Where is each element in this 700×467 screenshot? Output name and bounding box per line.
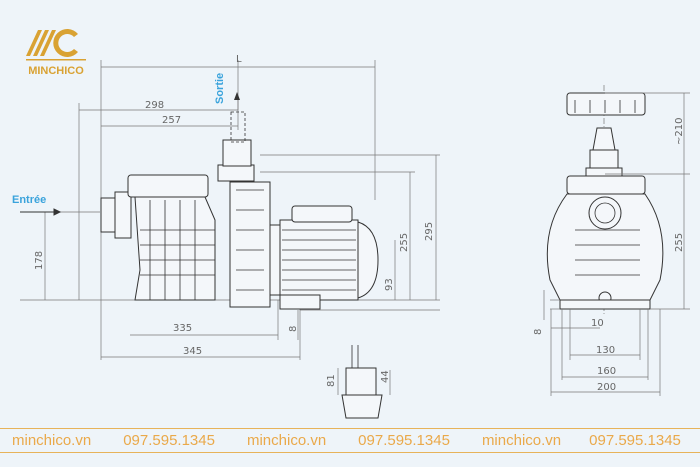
footer-phone: 097.595.1345: [589, 432, 681, 449]
outlet-arrow-icon: [234, 92, 240, 100]
dim-345: 345: [183, 346, 202, 357]
dim-93: 93: [384, 278, 395, 291]
dim-8-front: 8: [288, 326, 299, 332]
pump-side-view: [546, 85, 664, 315]
footer-contact-strip: minchico.vn 097.595.1345 minchico.vn 097…: [0, 428, 700, 453]
dim-178: 178: [34, 251, 45, 270]
dim-295: 295: [424, 222, 435, 241]
dim-257: 257: [162, 115, 181, 126]
dim-335: 335: [173, 323, 192, 334]
outlet-label: Sortie: [214, 73, 226, 104]
footer-phone: 097.595.1345: [123, 432, 215, 449]
inlet-label: Entrée: [12, 194, 46, 206]
pump-foot-detail: [337, 345, 391, 419]
dim-8-side: 8: [533, 329, 544, 335]
dim-200: 200: [597, 382, 616, 393]
minchico-logo: MINCHICO: [26, 29, 86, 77]
logo-text: MINCHICO: [28, 65, 84, 77]
dim-10: 10: [591, 318, 604, 329]
dim-L: L: [236, 54, 242, 65]
dim-81: 81: [326, 374, 337, 387]
footer-website: minchico.vn: [12, 432, 92, 449]
dim-255-side: 255: [674, 233, 685, 252]
footer-phone: 097.595.1345: [358, 432, 450, 449]
side-dimension-lines: [543, 92, 690, 396]
dim-210: ~210: [674, 118, 685, 145]
dim-130: 130: [596, 345, 615, 356]
footer-website: minchico.vn: [246, 432, 327, 449]
dim-255-front: 255: [399, 233, 410, 252]
inlet-arrow-icon: [20, 208, 62, 216]
dim-298: 298: [145, 100, 164, 111]
dim-160: 160: [597, 366, 616, 377]
pump-technical-drawing: L Sortie Entrée 298 257 178 335 345 8 93…: [12, 54, 690, 419]
dim-44: 44: [380, 370, 391, 383]
footer-website: minchico.vn: [481, 432, 562, 449]
pump-front-view: [100, 111, 379, 310]
